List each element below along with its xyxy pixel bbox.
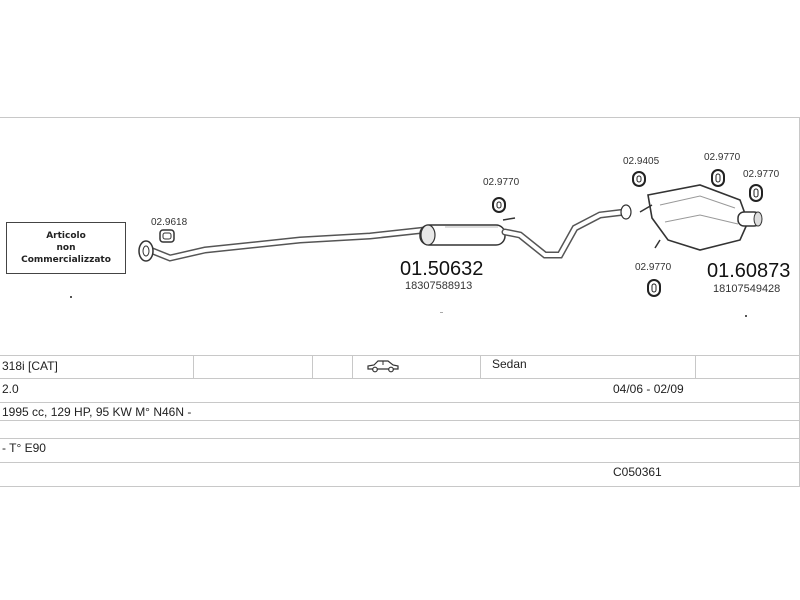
rubber-ring [749, 184, 763, 202]
table-row-divider [0, 378, 800, 379]
car-sedan-icon [366, 359, 400, 378]
rubber-ring [711, 169, 725, 187]
column-divider [193, 355, 194, 378]
table-row-divider [0, 402, 800, 403]
gasket-part [159, 229, 175, 243]
rubber-ring [647, 279, 661, 297]
panel-top-border [0, 117, 800, 118]
oe-number-label: 18107549428 [713, 283, 781, 295]
part-code-label[interactable]: 01.60873 [707, 260, 791, 282]
part-code-label[interactable]: 02.9770 [483, 177, 520, 188]
rubber-ring [632, 171, 646, 187]
table-row-divider [0, 420, 800, 421]
rear-muffler [639, 184, 763, 251]
table-top-border [0, 355, 800, 356]
not-marketed-notice: Articolo non Commercializzato [6, 222, 126, 274]
part-code-label[interactable]: 02.9770 [743, 169, 780, 180]
vehicle-type: - T° E90 [2, 441, 46, 455]
part-code-label[interactable]: 02.9770 [635, 262, 672, 273]
front-flange [138, 240, 154, 262]
table-row-divider [0, 462, 800, 463]
body-type: Sedan [492, 357, 527, 371]
rubber-ring [492, 197, 506, 213]
column-divider [312, 355, 313, 378]
table-bottom-border [0, 486, 800, 487]
part-code-label[interactable]: 02.9770 [704, 152, 741, 163]
column-divider [352, 355, 353, 378]
part-code-label[interactable]: 02.9405 [623, 156, 660, 167]
part-code-label[interactable]: 02.9618 [151, 217, 188, 228]
note-line: Commercializzato [21, 255, 111, 265]
note-line: non [56, 243, 76, 253]
part-code-label[interactable]: 01.50632 [400, 258, 484, 280]
column-divider [695, 355, 696, 378]
vehicle-model: 318i [CAT] [2, 359, 58, 373]
production-years: 04/06 - 02/09 [613, 382, 684, 396]
reference-code: C050361 [613, 465, 662, 479]
engine-details: 1995 cc, 129 HP, 95 KW M° N46N - [2, 405, 192, 419]
column-divider [480, 355, 481, 378]
engine-size: 2.0 [2, 382, 19, 396]
center-muffler [419, 224, 506, 246]
oe-number-label: 18307588913 [405, 280, 473, 292]
note-line: Articolo [46, 231, 86, 241]
table-row-divider [0, 438, 800, 439]
